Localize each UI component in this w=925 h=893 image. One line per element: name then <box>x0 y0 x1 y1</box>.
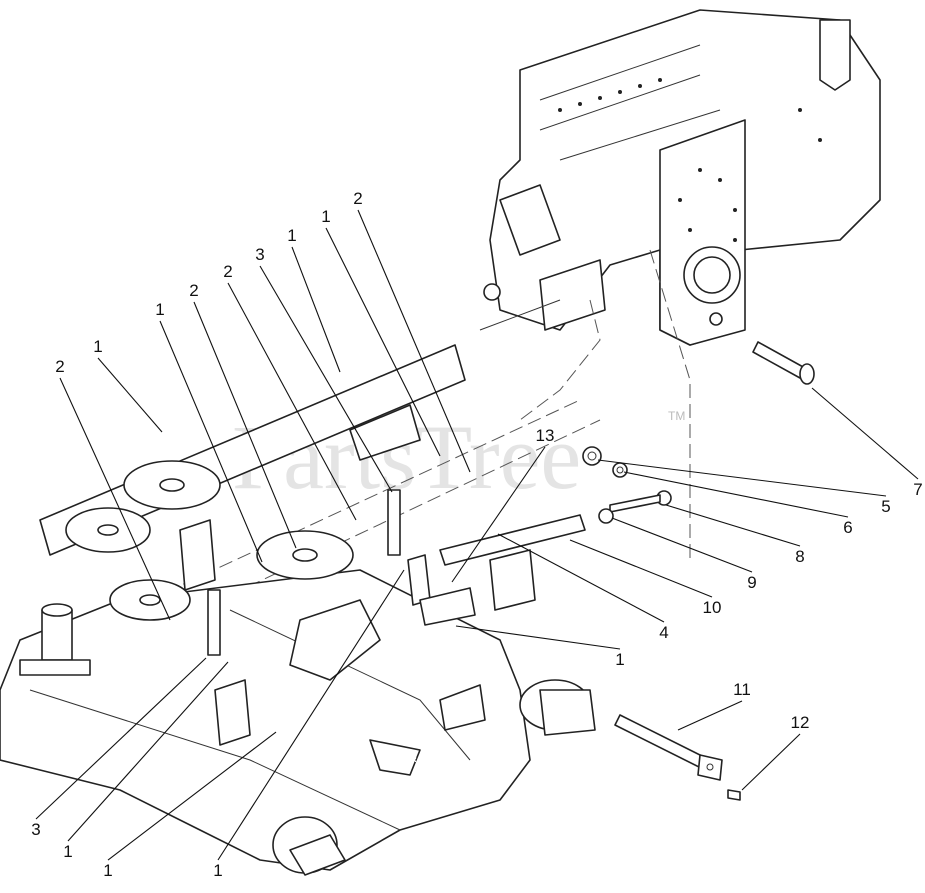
callout-label: 1 <box>63 842 72 861</box>
callout-label: 3 <box>255 245 264 264</box>
callout-label: 1 <box>103 861 112 880</box>
callout-leader-line <box>569 539 713 598</box>
callout-leader-line <box>623 471 849 518</box>
callout-leader-line <box>97 357 163 433</box>
callout-label: 4 <box>659 623 668 642</box>
callout-label: 12 <box>791 713 810 732</box>
callout-leader-line <box>35 657 207 820</box>
callout-leader-line <box>357 209 471 473</box>
callout-leader-line <box>291 246 341 373</box>
callout-label: 3 <box>31 820 40 839</box>
callout-leader-line <box>227 282 357 521</box>
callout-leader-line <box>677 700 743 731</box>
danger-decal-text: DANGER <box>382 755 417 764</box>
callout-label: 8 <box>795 547 804 566</box>
mower-deck: DANGER <box>0 569 531 871</box>
callout-label: 2 <box>189 281 198 300</box>
bolt-part-7 <box>752 341 815 385</box>
callout-label: 1 <box>93 337 102 356</box>
callout-label: 1 <box>155 300 164 319</box>
callout-label: 5 <box>881 497 890 516</box>
callout-leader-line <box>455 625 621 650</box>
callout-leader-line <box>193 301 297 549</box>
callout-label: 2 <box>353 189 362 208</box>
anti-scalp-rollers <box>272 679 596 876</box>
callout-leader-line <box>217 569 405 861</box>
callout-label: 2 <box>223 262 232 281</box>
callout-leader-line <box>597 459 887 497</box>
deck-hangers <box>19 404 431 746</box>
callout-leader-line <box>59 377 171 621</box>
callout-label: 11 <box>733 680 751 699</box>
callout-leader-line <box>665 504 801 547</box>
callout-label: 2 <box>55 357 64 376</box>
callout-leader-line <box>741 733 801 791</box>
callout-label: 6 <box>843 518 852 537</box>
callout-label: 13 <box>536 426 555 445</box>
callout-label: 1 <box>615 650 624 669</box>
nut-washer-parts-5-6 <box>582 446 628 524</box>
watermark-trademark: TM <box>668 409 685 423</box>
callout-label: 1 <box>321 207 330 226</box>
callout-leader-line <box>611 517 753 573</box>
chassis-frame <box>483 9 881 560</box>
callout-label: 10 <box>703 598 722 617</box>
spindle-pulleys <box>65 460 354 621</box>
callout-label: 7 <box>913 480 922 499</box>
pivot-assembly <box>419 490 672 626</box>
callout-label: 9 <box>747 573 756 592</box>
pivot-pin-part-11 <box>614 714 723 781</box>
callout-leader-line <box>67 661 229 842</box>
callout-label: 1 <box>287 226 296 245</box>
callout-leader-line <box>451 446 546 583</box>
callout-leader-line <box>259 265 393 493</box>
callout-leader-line <box>497 533 665 623</box>
callout-label: 1 <box>213 861 222 880</box>
callout-leader-line <box>811 387 919 480</box>
frame-holes <box>558 78 822 242</box>
callout-leader-line <box>107 731 277 861</box>
callout-leader-line <box>325 227 441 457</box>
bolt-part-12 <box>727 789 741 801</box>
callout-leader-line <box>159 320 263 563</box>
